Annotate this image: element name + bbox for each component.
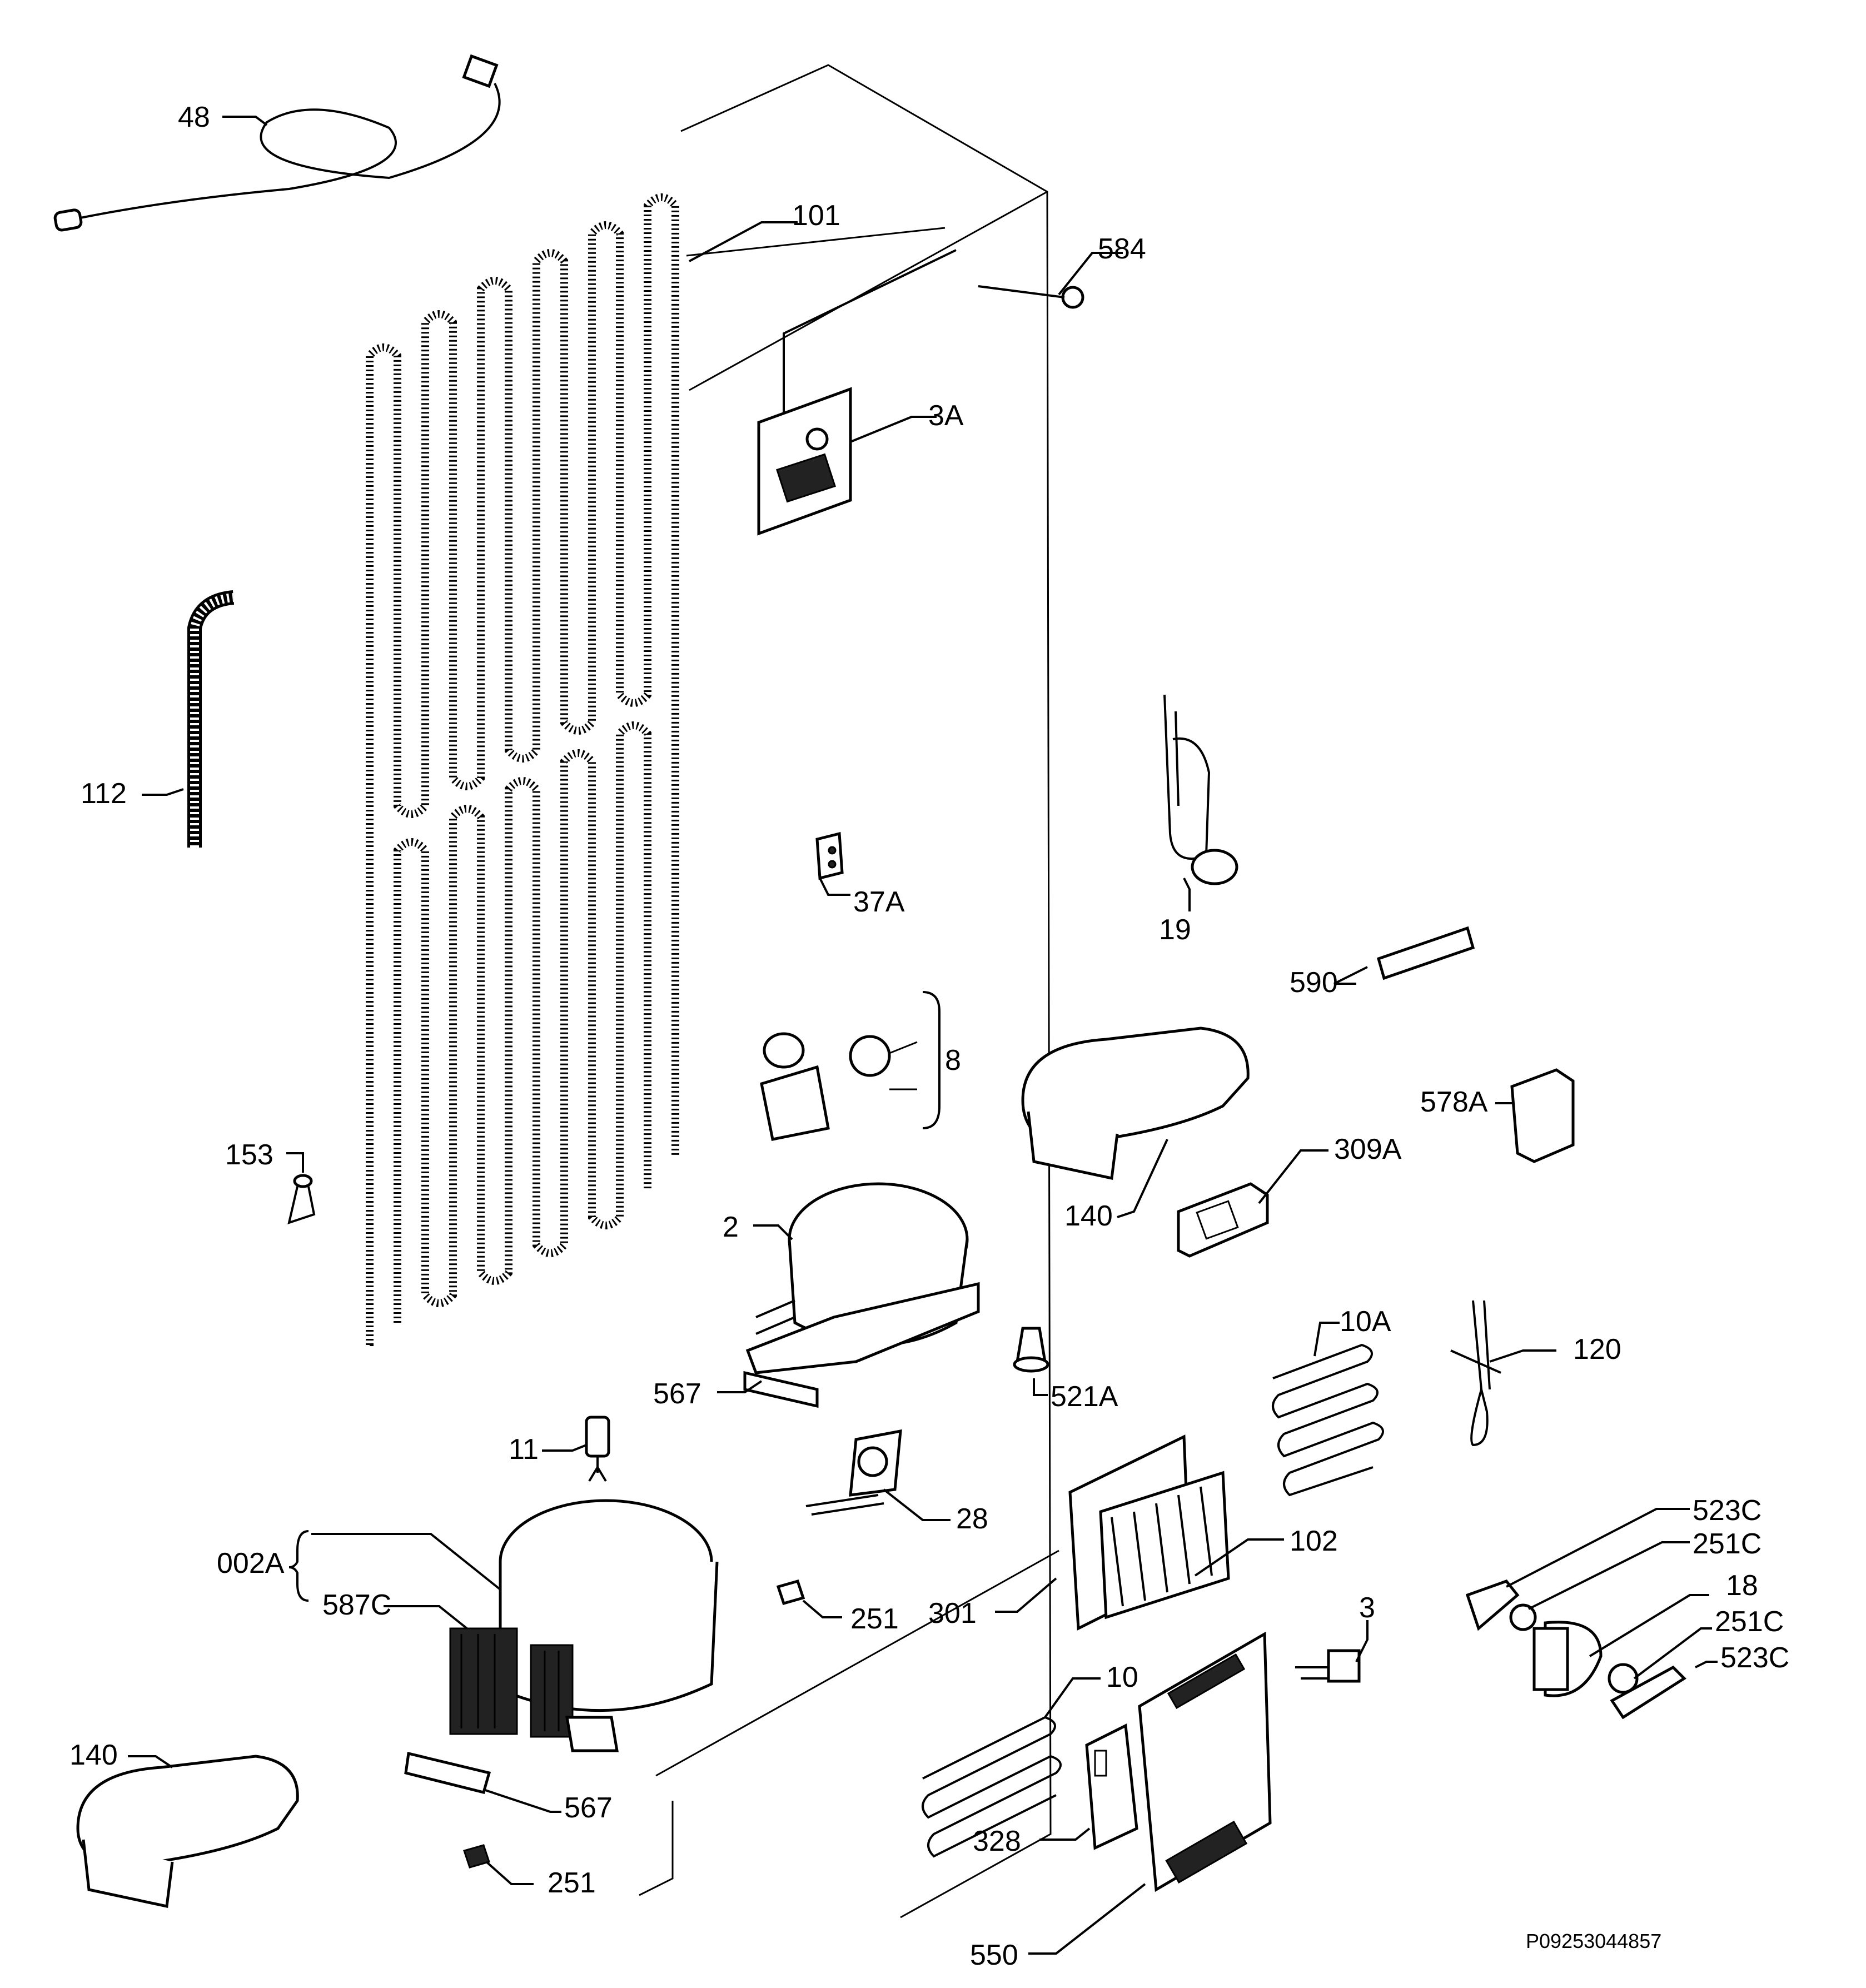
nut-part-bottom [463,1844,490,1869]
label-8: 8 [945,1044,961,1077]
small-holder-part [815,831,844,880]
label-567-bottom: 567 [564,1792,613,1824]
label-11: 11 [509,1433,539,1466]
group-brace [288,1530,309,1602]
relay-parts [760,991,941,1141]
clip-part [978,285,1084,309]
connector-part [1295,1649,1361,1683]
plug-part [585,1416,610,1482]
compressor-top [745,1182,980,1374]
label-10: 10 [1106,1661,1138,1693]
label-251c-a: 251C [1693,1528,1761,1560]
base-tray-bottom [76,1755,299,1909]
label-584: 584 [1098,233,1146,265]
part-labels: 48 101 584 3A 112 37A 19 590 8 578A 153 … [69,101,1789,1971]
label-10a: 10A [1340,1306,1391,1338]
label-578a: 578A [1420,1086,1488,1118]
label-102: 102 [1290,1525,1338,1557]
label-523c-a: 523C [1693,1494,1761,1527]
cabinet-outline [639,64,1059,1919]
mount-plate-top [743,1371,819,1408]
label-28: 28 [956,1503,988,1535]
label-523c-b: 523C [1720,1642,1789,1674]
label-567-top: 567 [653,1378,701,1410]
label-19: 19 [1159,914,1191,946]
panel-part [1376,926,1475,980]
thermostat-part [757,249,957,536]
power-cord-part [1163,694,1238,885]
label-309a: 309A [1334,1133,1402,1165]
label-120: 120 [1573,1333,1621,1366]
label-37a: 37A [853,886,905,918]
drain-hose-part [187,590,235,848]
mount-plate-bottom [404,1751,491,1795]
fan-motor-assembly [1465,1580,1686,1720]
label-521a: 521A [1051,1381,1118,1413]
reference-code: P09253044857 [1526,1930,1661,1952]
label-251-mid: 251 [850,1603,899,1635]
label-251-bottom: 251 [548,1867,596,1899]
label-48: 48 [178,101,210,133]
compressor-bracket-part [805,1429,902,1516]
foot-part [287,1174,316,1225]
label-112: 112 [81,778,127,810]
evaporator-assembly [1068,1434,1230,1631]
heater-10-part [922,1716,1062,1858]
leader-lines [128,116,1718,1955]
cover-part [1085,1723,1138,1850]
heater-10a-part [1272,1343,1384,1497]
label-3a: 3A [928,400,964,432]
module-part [1177,1182,1269,1258]
base-tray-top [1021,1027,1250,1180]
label-002a: 002A [217,1547,285,1580]
label-140-bottom: 140 [69,1739,118,1771]
nut-part-mid [776,1579,805,1606]
label-590: 590 [1290,966,1338,999]
label-3: 3 [1359,1592,1375,1624]
compressor-main [449,1499,719,1752]
label-251c-b: 251C [1715,1606,1784,1638]
label-328: 328 [973,1825,1021,1857]
sensor-cable-part [53,54,501,232]
condenser-coil [366,193,679,1346]
label-301: 301 [928,1597,977,1630]
wire-heater-part [1450,1300,1501,1447]
rear-panel-part [1138,1631,1272,1892]
label-140-top: 140 [1064,1200,1113,1232]
label-153: 153 [225,1139,273,1171]
label-587c: 587C [322,1589,391,1621]
bracket-part [1510,1068,1575,1163]
label-2: 2 [723,1211,739,1243]
label-101: 101 [792,200,840,232]
label-18: 18 [1726,1570,1758,1602]
label-550: 550 [970,1939,1018,1971]
bolt-part [1013,1327,1049,1373]
